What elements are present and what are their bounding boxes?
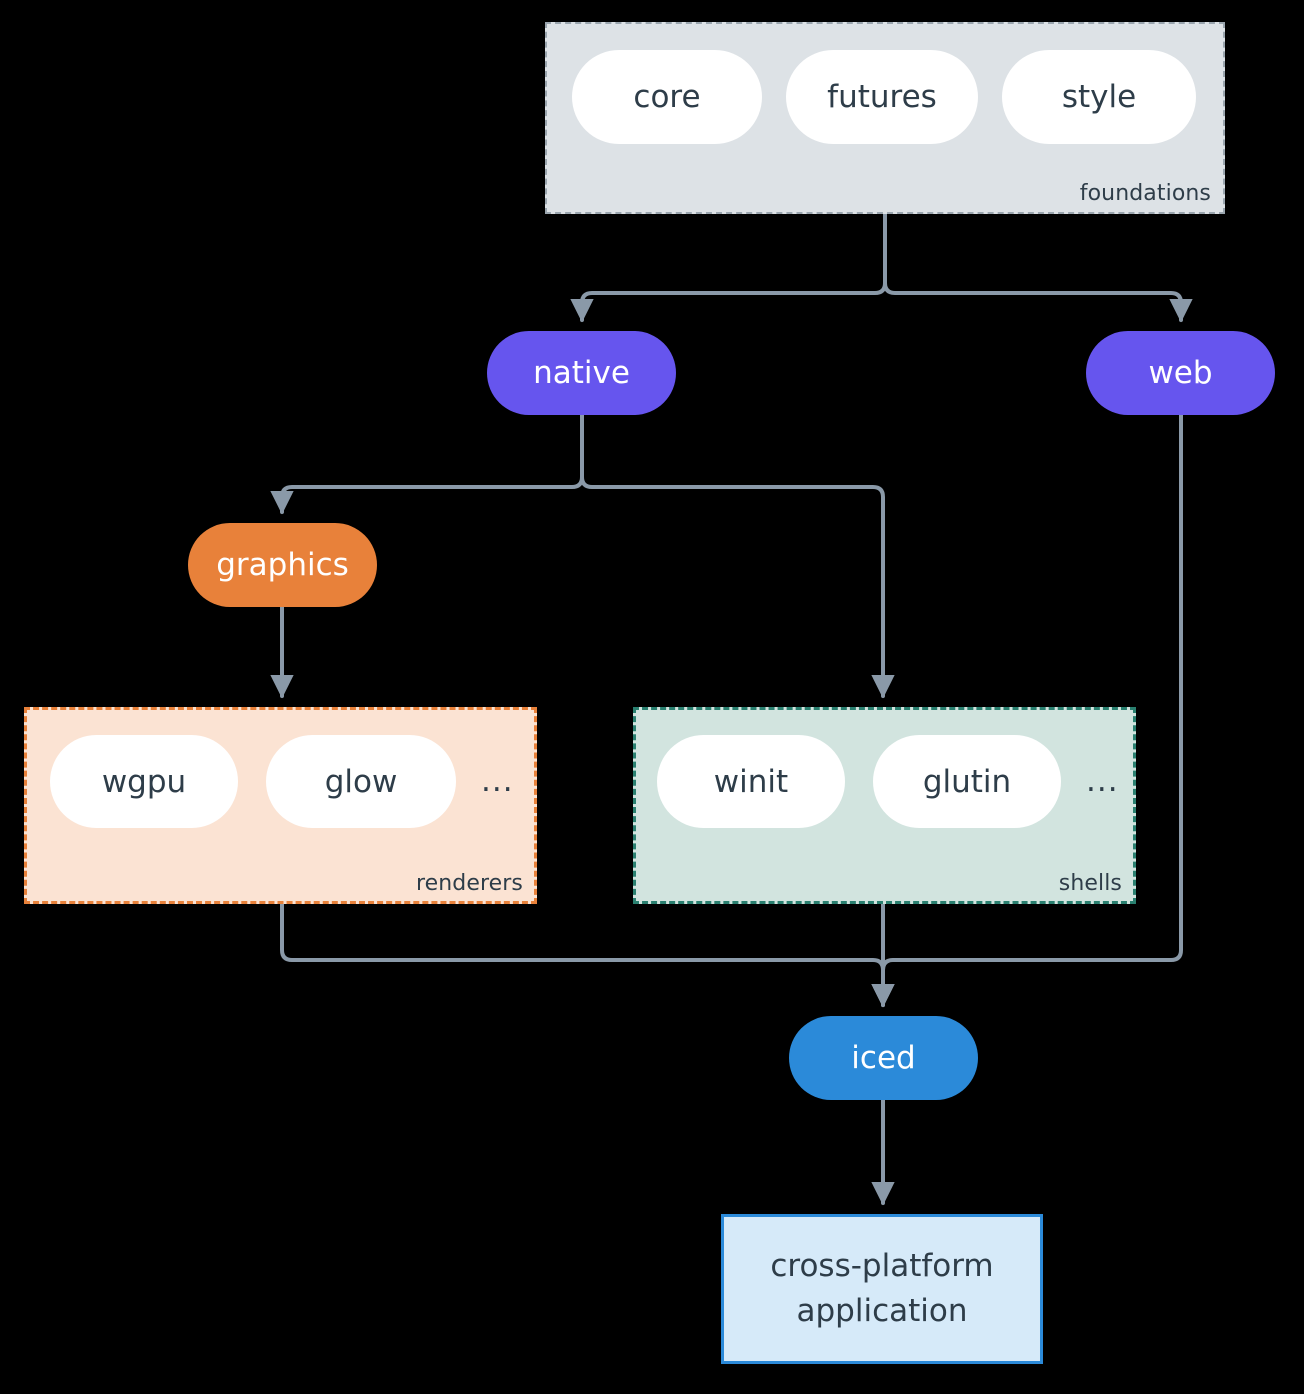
pill-wgpu-label: wgpu xyxy=(101,763,187,800)
renderers-ellipsis: ... xyxy=(481,763,514,799)
pill-wgpu[interactable]: wgpu xyxy=(50,735,238,828)
pill-style-label: style xyxy=(1061,79,1137,115)
cluster-renderers-label: renderers xyxy=(415,871,523,896)
node-graphics[interactable]: graphics xyxy=(188,523,377,607)
pill-glutin[interactable]: glutin xyxy=(873,735,1061,828)
cluster-shells: winit glutin ... shells xyxy=(633,707,1136,904)
node-cross-platform-application[interactable]: cross-platform application xyxy=(721,1214,1043,1364)
edge-foundations-web xyxy=(883,212,1193,323)
edge-native-graphics xyxy=(270,413,584,515)
edge-native-shells xyxy=(580,413,895,699)
node-iced-label: iced xyxy=(851,1040,916,1076)
cluster-shells-border xyxy=(633,707,1136,904)
cluster-renderers: wgpu glow ... renderers xyxy=(24,707,537,904)
pill-winit-label: winit xyxy=(713,763,789,800)
application-label-line1: cross-platform xyxy=(770,1248,994,1285)
application-label-line2: application xyxy=(796,1293,968,1329)
cluster-foundations-border xyxy=(545,22,1225,214)
node-web-label: web xyxy=(1148,355,1213,391)
node-native[interactable]: native xyxy=(487,331,676,415)
node-graphics-label: graphics xyxy=(216,547,349,583)
cluster-foundations: core futures style foundations xyxy=(545,22,1225,214)
cluster-shells-label: shells xyxy=(1058,871,1122,896)
pill-style[interactable]: style xyxy=(1002,50,1196,144)
pill-glow[interactable]: glow xyxy=(266,735,456,828)
edge-web-iced xyxy=(871,413,1183,1008)
edge-foundations-native xyxy=(570,212,887,323)
pill-winit[interactable]: winit xyxy=(657,735,845,828)
pill-core-label: core xyxy=(633,79,701,115)
pill-futures[interactable]: futures xyxy=(786,50,978,144)
node-iced[interactable]: iced xyxy=(789,1016,978,1100)
edge-renderers-iced xyxy=(280,902,895,1008)
cluster-foundations-label: foundations xyxy=(1079,181,1211,206)
node-web[interactable]: web xyxy=(1086,331,1275,415)
shells-ellipsis: ... xyxy=(1086,763,1119,799)
node-native-label: native xyxy=(533,355,630,391)
pill-core[interactable]: core xyxy=(572,50,762,144)
pill-glutin-label: glutin xyxy=(922,763,1012,800)
pill-glow-label: glow xyxy=(324,763,398,800)
cluster-renderers-border xyxy=(24,707,537,904)
pill-futures-label: futures xyxy=(827,79,937,115)
